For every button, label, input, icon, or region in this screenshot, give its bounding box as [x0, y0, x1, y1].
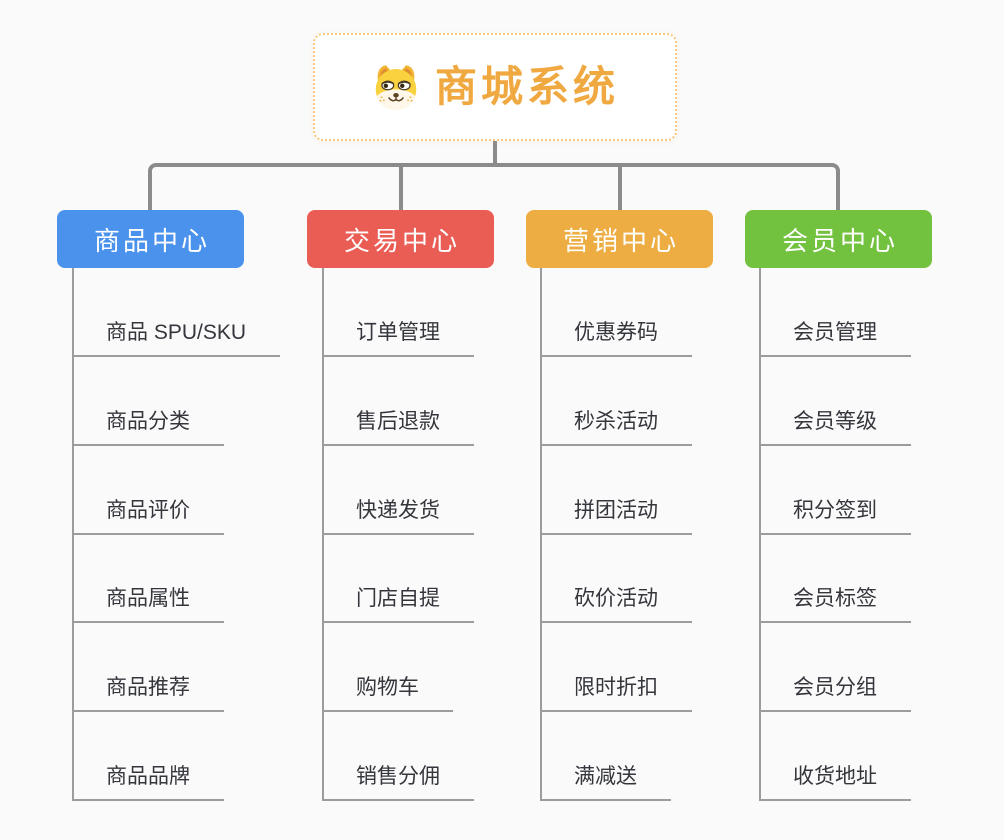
leaf-node[interactable]: 商品推荐 — [72, 673, 224, 712]
leaf-node[interactable]: 销售分佣 — [322, 762, 474, 801]
branch-header-marketing-center[interactable]: 营销中心 — [526, 210, 713, 268]
root-title: 商城系统 — [434, 63, 619, 110]
leaf-node[interactable]: 优惠券码 — [540, 318, 692, 357]
leaf-node[interactable]: 会员标签 — [759, 584, 911, 623]
leaf-node[interactable]: 拼团活动 — [540, 496, 692, 535]
branch-header-label: 交易中心 — [343, 225, 460, 256]
dog-face-icon — [375, 65, 417, 110]
connector-drop-branch3 — [618, 165, 622, 210]
branch-header-label: 会员中心 — [781, 225, 898, 256]
branch-header-label: 营销中心 — [562, 225, 679, 256]
connector-corner-left — [148, 163, 495, 210]
leaf-node[interactable]: 售后退款 — [322, 407, 474, 446]
leaf-node[interactable]: 满减送 — [540, 762, 671, 801]
connector-drop-branch2 — [399, 165, 403, 210]
leaf-node[interactable]: 会员管理 — [759, 318, 911, 357]
branch-header-member-center[interactable]: 会员中心 — [745, 210, 932, 268]
leaf-node[interactable]: 商品 SPU/SKU — [72, 318, 281, 357]
leaf-node[interactable]: 收货地址 — [759, 762, 911, 801]
leaf-node[interactable]: 购物车 — [322, 673, 453, 712]
leaf-node[interactable]: 限时折扣 — [540, 673, 692, 712]
leaf-node[interactable]: 订单管理 — [322, 318, 474, 357]
connector-corner-right — [495, 163, 840, 210]
leaf-node[interactable]: 商品属性 — [72, 584, 224, 623]
leaf-node[interactable]: 砍价活动 — [540, 584, 692, 623]
leaf-node[interactable]: 商品评价 — [72, 496, 224, 535]
branch-header-product-center[interactable]: 商品中心 — [57, 210, 244, 268]
branch-header-trade-center[interactable]: 交易中心 — [307, 210, 494, 268]
branch-header-label: 商品中心 — [93, 225, 210, 256]
leaf-node[interactable]: 快递发货 — [322, 496, 474, 535]
root-node[interactable]: 商城系统 — [313, 33, 677, 141]
leaf-node[interactable]: 会员等级 — [759, 407, 911, 446]
leaf-node[interactable]: 商品品牌 — [72, 762, 224, 801]
leaf-node[interactable]: 商品分类 — [72, 407, 224, 446]
leaf-node[interactable]: 会员分组 — [759, 673, 911, 712]
leaf-node[interactable]: 门店自提 — [322, 584, 474, 623]
leaf-node[interactable]: 积分签到 — [759, 496, 911, 535]
leaf-node[interactable]: 秒杀活动 — [540, 407, 692, 446]
connector-root-stub — [493, 141, 497, 165]
